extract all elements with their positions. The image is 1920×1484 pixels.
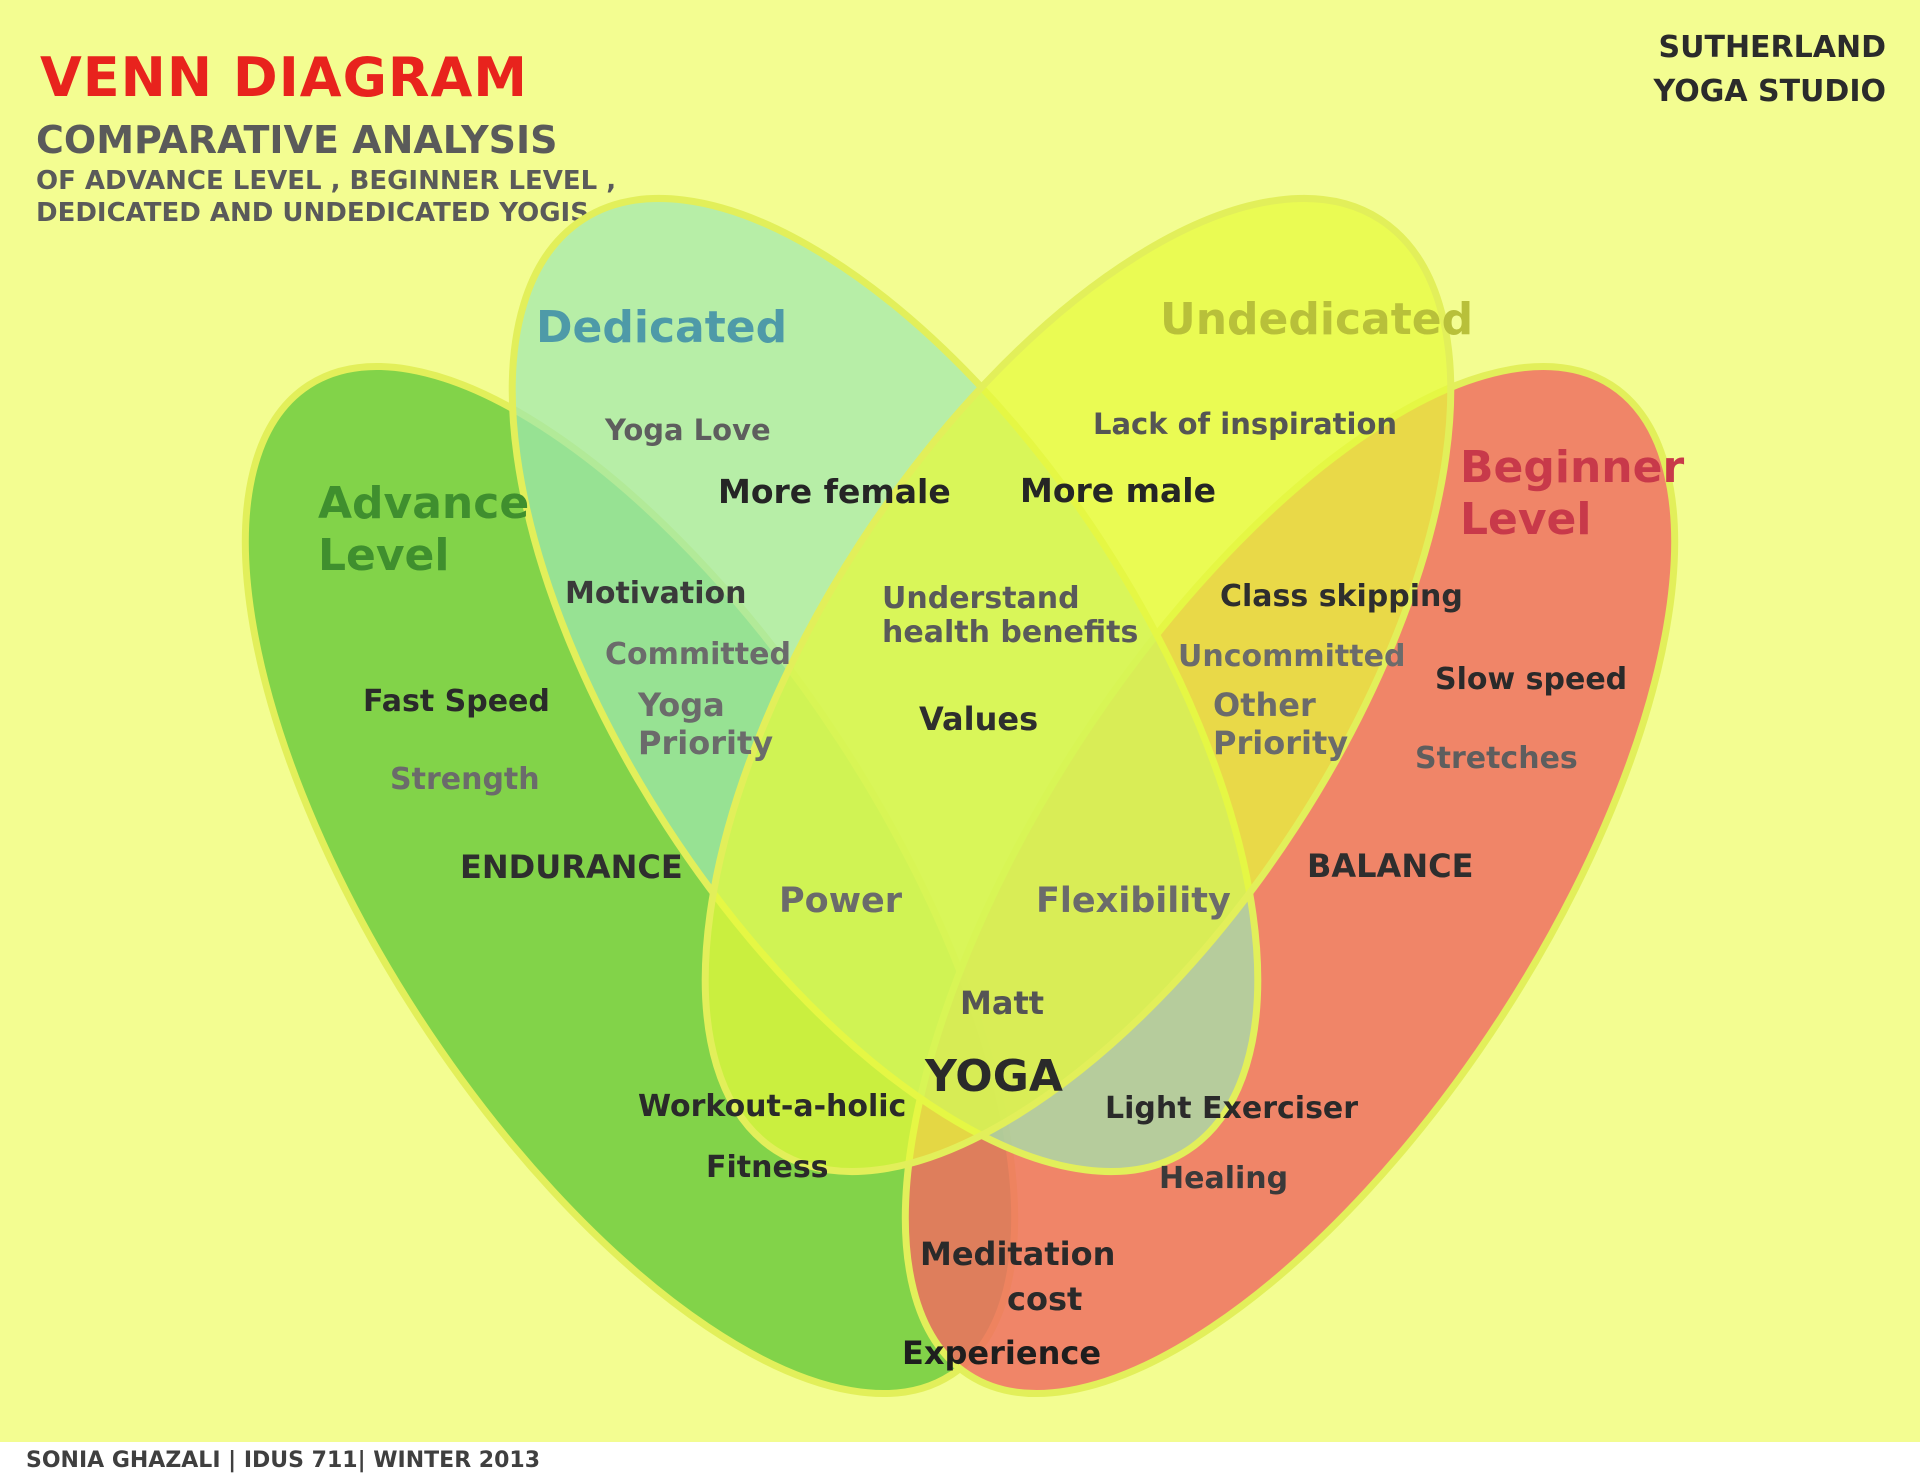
item-fitness: Fitness xyxy=(706,1150,829,1185)
footer-credit: SONIA GHAZALI | IDUS 711| WINTER 2013 xyxy=(26,1448,541,1473)
studio-name-line-2: YOGA STUDIO xyxy=(1653,74,1886,109)
item-matt: Matt xyxy=(960,984,1044,1022)
item-slow-speed: Slow speed xyxy=(1435,662,1627,697)
page-title: VENN DIAGRAM xyxy=(40,46,529,109)
item-fast-speed: Fast Speed xyxy=(363,684,550,719)
page-subtitle: COMPARATIVE ANALYSIS xyxy=(36,118,558,162)
item-uncommitted: Uncommitted xyxy=(1178,639,1405,674)
item-meditation: Meditation xyxy=(920,1235,1115,1273)
item-yoga-priority-line-1: Yoga xyxy=(637,686,725,724)
item-more-male: More male xyxy=(1020,471,1216,510)
venn-diagram: Dedicated Undedicated Advance Level Begi… xyxy=(241,194,1684,1397)
item-flexibility: Flexibility xyxy=(1036,881,1231,921)
item-workout-a-holic: Workout-a-holic xyxy=(638,1089,906,1124)
item-healing: Healing xyxy=(1159,1161,1288,1196)
item-power: Power xyxy=(779,881,903,921)
item-lack-of-inspiration: Lack of inspiration xyxy=(1093,407,1397,441)
item-more-female: More female xyxy=(718,472,951,511)
item-light-exerciser: Light Exerciser xyxy=(1105,1091,1358,1126)
item-strength: Strength xyxy=(390,762,540,797)
set-label-advance-line-1: Advance xyxy=(318,478,529,529)
item-endurance: ENDURANCE xyxy=(460,848,683,886)
item-motivation: Motivation xyxy=(565,576,746,611)
item-values: Values xyxy=(919,700,1038,738)
item-stretches: Stretches xyxy=(1415,741,1578,776)
item-understand-line-1: Understand xyxy=(882,581,1080,616)
item-yoga: YOGA xyxy=(924,1051,1063,1102)
ellipse-undedicated xyxy=(701,194,1455,1176)
item-experience: Experience xyxy=(902,1334,1101,1372)
item-understand-line-2: health benefits xyxy=(882,615,1138,650)
item-cost: cost xyxy=(1007,1280,1082,1318)
item-yoga-priority-line-2: Priority xyxy=(638,724,773,762)
description-line-2: DEDICATED AND UNDEDICATED YOGIS xyxy=(36,198,589,228)
description-line-1: OF ADVANCE LEVEL , BEGINNER LEVEL , xyxy=(36,166,617,196)
item-committed: Committed xyxy=(605,637,791,672)
item-yoga-love: Yoga Love xyxy=(604,413,771,447)
item-other-priority-line-1: Other xyxy=(1213,686,1316,724)
item-other-priority-line-2: Priority xyxy=(1213,724,1348,762)
item-class-skipping: Class skipping xyxy=(1220,579,1463,614)
set-label-advance-line-2: Level xyxy=(318,530,449,581)
studio-name-line-1: SUTHERLAND xyxy=(1658,30,1886,65)
set-label-undedicated: Undedicated xyxy=(1160,294,1473,345)
set-label-beginner-line-1: Beginner xyxy=(1460,442,1684,493)
item-balance: BALANCE xyxy=(1307,847,1473,885)
set-label-dedicated: Dedicated xyxy=(536,302,787,353)
footer-bar xyxy=(0,1442,1920,1484)
set-label-beginner-line-2: Level xyxy=(1460,494,1591,545)
